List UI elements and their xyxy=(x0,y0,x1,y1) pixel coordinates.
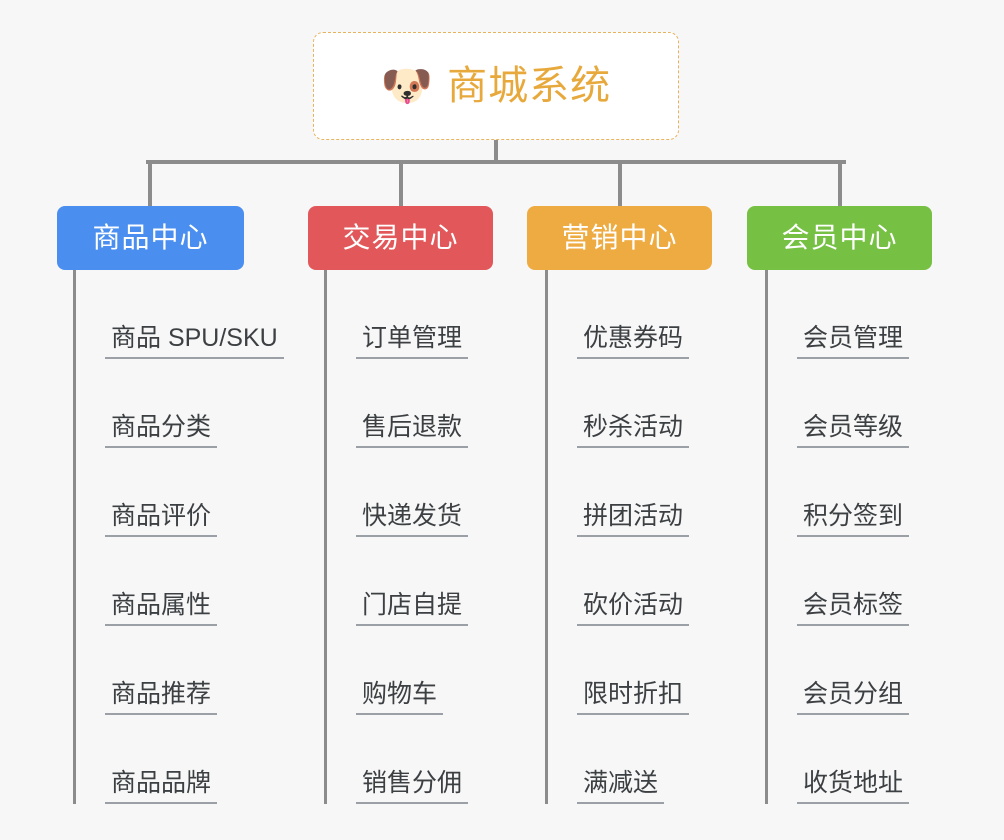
leaf-item[interactable]: 门店自提 xyxy=(324,537,469,626)
leaf-item-label: 商品品牌 xyxy=(105,769,218,804)
leaf-item[interactable]: 收货地址 xyxy=(765,715,910,804)
leaf-item-label: 会员标签 xyxy=(797,591,910,626)
branch-drop-connector xyxy=(618,160,622,206)
leaf-spine-connector xyxy=(73,270,76,804)
leaf-item[interactable]: 售后退款 xyxy=(324,359,469,448)
leaf-column-2: 订单管理售后退款快递发货门店自提购物车销售分佣 xyxy=(324,270,469,804)
leaf-item-label: 砍价活动 xyxy=(577,591,690,626)
leaf-item[interactable]: 商品评价 xyxy=(73,448,284,537)
branch-node-2[interactable]: 交易中心 xyxy=(308,206,493,270)
leaf-item[interactable]: 快递发货 xyxy=(324,448,469,537)
leaf-spine-connector xyxy=(545,270,548,804)
leaf-spine-connector xyxy=(324,270,327,804)
leaf-item-label: 销售分佣 xyxy=(356,769,469,804)
leaf-item-label: 限时折扣 xyxy=(577,680,690,715)
leaf-item-label: 商品 SPU/SKU xyxy=(105,324,284,359)
leaf-item[interactable]: 商品推荐 xyxy=(73,626,284,715)
leaf-item[interactable]: 会员分组 xyxy=(765,626,910,715)
branch-label: 营销中心 xyxy=(561,222,678,253)
leaf-item[interactable]: 拼团活动 xyxy=(545,448,690,537)
branch-label: 交易中心 xyxy=(342,222,459,253)
leaf-item-label: 购物车 xyxy=(356,680,444,715)
leaf-item-label: 秒杀活动 xyxy=(577,413,690,448)
root-node[interactable]: 🐶 商城系统 xyxy=(313,32,679,140)
leaf-item-label: 拼团活动 xyxy=(577,502,690,537)
leaf-item[interactable]: 满减送 xyxy=(545,715,689,804)
branch-node-4[interactable]: 会员中心 xyxy=(747,206,932,270)
leaf-item-label: 商品评价 xyxy=(105,502,218,537)
leaf-item-label: 商品分类 xyxy=(105,413,218,448)
leaf-item-label: 门店自提 xyxy=(356,591,469,626)
leaf-item[interactable]: 会员等级 xyxy=(765,359,910,448)
leaf-item[interactable]: 会员管理 xyxy=(765,270,910,359)
root-title: 商城系统 xyxy=(447,64,612,108)
leaf-item-label: 会员等级 xyxy=(797,413,910,448)
branch-drop-connector xyxy=(399,160,403,206)
leaf-item-label: 积分签到 xyxy=(797,502,910,537)
leaf-item[interactable]: 商品属性 xyxy=(73,537,284,626)
leaf-item-label: 商品推荐 xyxy=(105,680,218,715)
leaf-item[interactable]: 销售分佣 xyxy=(324,715,469,804)
leaf-item-label: 收货地址 xyxy=(797,769,910,804)
leaf-item[interactable]: 限时折扣 xyxy=(545,626,690,715)
leaf-item-label: 快递发货 xyxy=(356,502,469,537)
leaf-item-label: 售后退款 xyxy=(356,413,469,448)
leaf-item[interactable]: 积分签到 xyxy=(765,448,910,537)
leaf-item-label: 订单管理 xyxy=(356,324,469,359)
leaf-column-3: 优惠券码秒杀活动拼团活动砍价活动限时折扣满减送 xyxy=(545,270,690,804)
branch-label: 商品中心 xyxy=(92,222,209,253)
leaf-item-label: 满减送 xyxy=(577,769,665,804)
leaf-item[interactable]: 订单管理 xyxy=(324,270,469,359)
leaf-item-label: 商品属性 xyxy=(105,591,218,626)
leaf-item[interactable]: 秒杀活动 xyxy=(545,359,690,448)
leaf-item-label: 会员分组 xyxy=(797,680,910,715)
leaf-spine-connector xyxy=(765,270,768,804)
leaf-item[interactable]: 会员标签 xyxy=(765,537,910,626)
leaf-item[interactable]: 砍价活动 xyxy=(545,537,690,626)
branch-drop-connector xyxy=(838,160,842,206)
root-stem-connector xyxy=(494,140,498,162)
branch-node-3[interactable]: 营销中心 xyxy=(527,206,712,270)
leaf-column-1: 商品 SPU/SKU 商品分类商品评价商品属性商品推荐商品品牌 xyxy=(73,270,284,804)
leaf-item-label: 优惠券码 xyxy=(577,324,690,359)
leaf-item[interactable]: 优惠券码 xyxy=(545,270,690,359)
leaf-item-label: 会员管理 xyxy=(797,324,910,359)
leaf-item[interactable]: 商品 SPU/SKU xyxy=(73,270,284,359)
leaf-item[interactable]: 购物车 xyxy=(324,626,468,715)
branch-drop-connector xyxy=(148,160,152,206)
branch-bus-connector xyxy=(146,160,846,164)
leaf-item[interactable]: 商品分类 xyxy=(73,359,284,448)
leaf-item[interactable]: 商品品牌 xyxy=(73,715,284,804)
branch-label: 会员中心 xyxy=(781,222,898,253)
dog-face-icon: 🐶 xyxy=(380,62,434,109)
leaf-column-4: 会员管理会员等级积分签到会员标签会员分组收货地址 xyxy=(765,270,910,804)
branch-node-1[interactable]: 商品中心 xyxy=(57,206,244,270)
